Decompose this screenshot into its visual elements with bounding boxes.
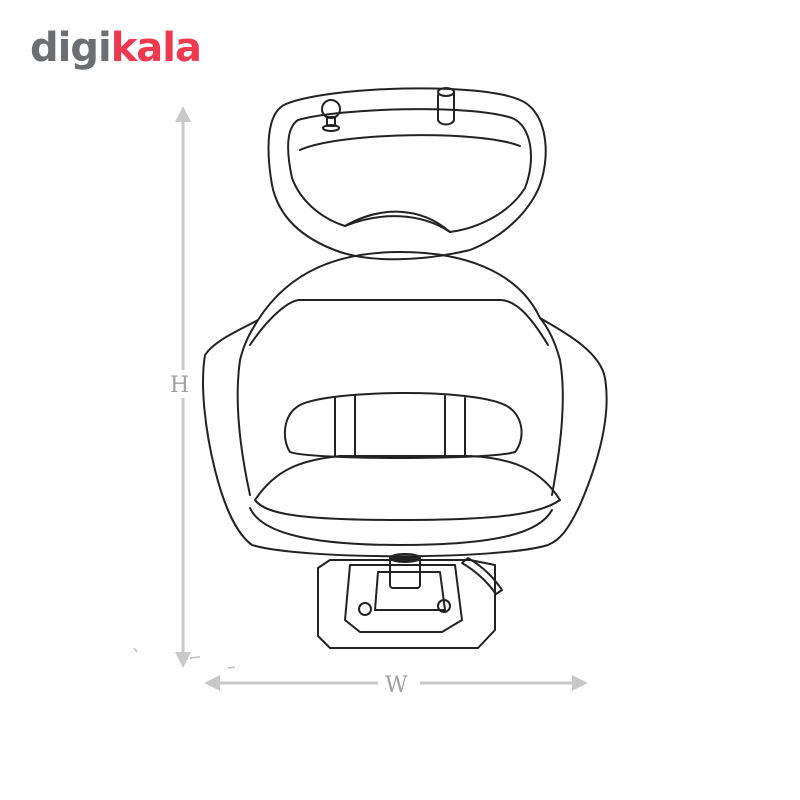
- height-label: H: [170, 373, 189, 398]
- arrow-up-icon: [175, 106, 191, 122]
- brand-logo-part2: kala: [110, 25, 202, 71]
- shampoo-chair-icon: [202, 87, 608, 649]
- wash-basin: [267, 87, 547, 261]
- faucet-knob-icon: [321, 99, 341, 119]
- brand-logo: digikala: [30, 25, 202, 71]
- height-dimension: [175, 106, 191, 668]
- brand-logo-part1: digi: [30, 25, 112, 71]
- lever-icon: [461, 557, 503, 595]
- stray-marks: [133, 647, 236, 669]
- faucet-spout-icon: [437, 91, 455, 126]
- arrow-down-icon: [175, 652, 191, 668]
- width-label: W: [385, 673, 408, 698]
- chair-base: [317, 553, 503, 649]
- arrow-right-icon: [572, 675, 588, 691]
- width-dimension: [204, 675, 588, 691]
- chair-shell: [202, 251, 608, 558]
- arrow-left-icon: [204, 675, 220, 691]
